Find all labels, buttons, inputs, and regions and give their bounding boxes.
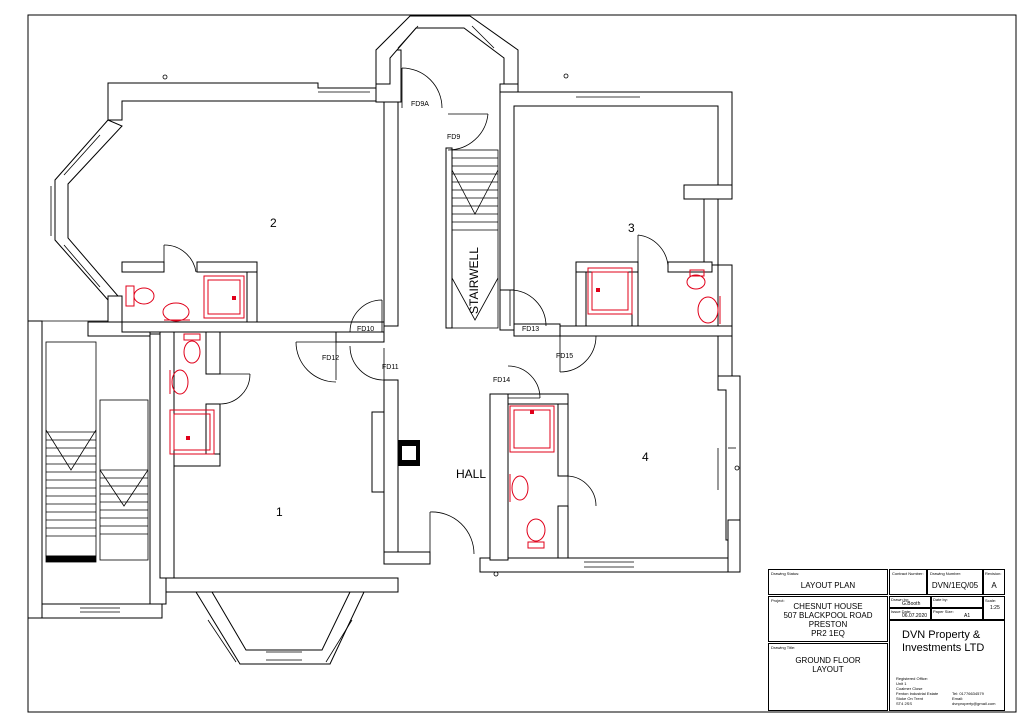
paper-size-cell: Paper Size: A1 xyxy=(931,608,983,620)
windows xyxy=(80,87,736,661)
project-line-2: 507 BLACKPOOL ROAD xyxy=(783,611,873,620)
room-4-label: 4 xyxy=(642,450,649,464)
stairwell-label: STAIRWELL xyxy=(467,247,481,314)
project-line-4: PR2 1EQ xyxy=(811,629,845,638)
contract-number-label: Contract Number: xyxy=(892,571,924,576)
door-fd14: FD14 xyxy=(493,377,510,384)
scale-cell: Scale: 1:25 xyxy=(983,596,1005,620)
outer-walls xyxy=(27,15,741,665)
door-fd12: FD12 xyxy=(322,355,339,362)
address-line-2: Coalmer Close xyxy=(896,686,923,691)
project-line-1: CHESNUT HOUSE xyxy=(793,602,863,611)
internal-walls xyxy=(121,147,713,579)
telephone: Tel: 01776634579 xyxy=(952,691,984,696)
paper-size-label: Paper Size: xyxy=(933,609,954,614)
address-line-4: Stoke On Trent xyxy=(896,696,923,701)
contract-number-cell: Contract Number: xyxy=(889,569,927,595)
drawn-by-value: G.Booth xyxy=(902,601,921,607)
project-cell: Project: CHESNUT HOUSE 507 BLACKPOOL ROA… xyxy=(768,596,888,642)
drawing-status-cell: Drawing Status: LAYOUT PLAN xyxy=(768,569,888,595)
drawing-status-label: Drawing Status: xyxy=(771,571,800,576)
company-name-line-1: DVN Property & xyxy=(902,629,981,641)
issue-date-value: 06.07.2020 xyxy=(902,613,928,619)
door-fd9a: FD9A xyxy=(411,101,429,108)
door-fd10: FD10 xyxy=(357,326,374,333)
address-line-1: Unit 1 xyxy=(896,681,907,686)
room-1-label: 1 xyxy=(276,505,283,519)
date-by-cell: Date by: xyxy=(931,596,983,608)
company-name-line-2: Investments LTD xyxy=(902,642,985,654)
door-fd13: FD13 xyxy=(522,326,539,333)
scale-label: Scale: xyxy=(985,598,997,603)
drawing-status-value: LAYOUT PLAN xyxy=(800,581,856,590)
drawn-by-label: Drawn by: xyxy=(891,597,910,602)
issue-date-label: Issue Date: xyxy=(891,609,912,614)
drawing-title-line-2: LAYOUT xyxy=(812,665,844,674)
revision-cell: Revision: A xyxy=(983,569,1005,595)
issue-date-cell: Issue Date: 06.07.2020 xyxy=(889,608,931,620)
door-fd9: FD9 xyxy=(447,134,460,141)
scale-value: 1:25 xyxy=(990,605,1000,611)
registered-office-label: Registered Office: xyxy=(896,676,928,681)
project-label: Project: xyxy=(771,598,785,603)
revision-value: A xyxy=(991,581,997,590)
stairs xyxy=(45,149,499,563)
address-line-3: Fenton Industrial Estate xyxy=(896,691,939,696)
drawn-by-cell: Drawn by: G.Booth xyxy=(889,596,931,608)
drawing-title-label: Drawing Title: xyxy=(771,645,796,650)
room-2-label: 2 xyxy=(270,216,277,230)
address-line-5: ST4 2SS xyxy=(896,701,913,706)
hall-label: HALL xyxy=(456,467,486,481)
project-line-3: PRESTON xyxy=(808,620,848,629)
drawing-number-cell: Drawing Number: DVN/1EQ/05 xyxy=(927,569,983,595)
room-3-label: 3 xyxy=(628,221,635,235)
drawing-title-line-1: GROUND FLOOR xyxy=(795,656,861,665)
door-swings xyxy=(163,67,669,555)
drawing-title-cell: Drawing Title: GROUND FLOOR LAYOUT xyxy=(768,643,888,711)
door-fd11: FD11 xyxy=(382,364,399,371)
company-cell: DVN Property & Investments LTD Registere… xyxy=(889,620,1005,711)
bathroom-fixtures xyxy=(125,267,721,549)
date-by-label: Date by: xyxy=(933,597,948,602)
revision-label: Revision: xyxy=(985,571,1002,576)
drawing-number-value: DVN/1EQ/05 xyxy=(931,581,979,590)
vent-markers xyxy=(162,73,740,577)
email: Email: dvnproperty@gmail.com xyxy=(952,696,996,706)
paper-size-value: A1 xyxy=(964,613,971,619)
door-fd15: FD15 xyxy=(556,353,573,360)
drawing-number-label: Drawing Number: xyxy=(930,571,962,576)
